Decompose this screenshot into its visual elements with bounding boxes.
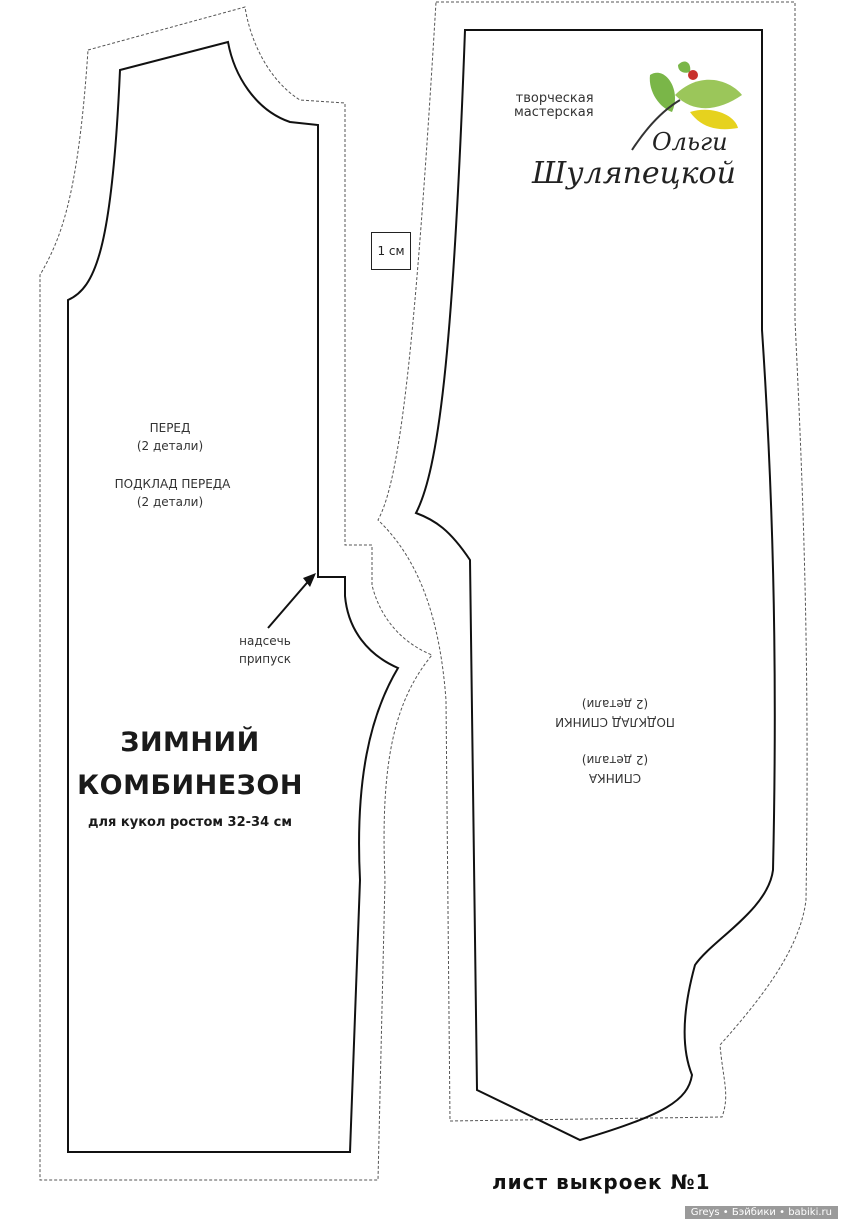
back-cut-line [414, 29, 776, 1142]
front-lining-label: ПОДКЛАД ПЕРЕДА [114, 477, 231, 491]
logo-script-line1: Ольги [652, 128, 728, 156]
back-lining-count: (2 детали) [581, 697, 649, 711]
front-cut-line [67, 40, 400, 1153]
title-line1: ЗИМНИЙ [120, 727, 260, 758]
logo-leaves-icon [631, 61, 742, 151]
front-count-label: (2 детали) [136, 439, 204, 453]
back-lining-label: ПОДКЛАД СПИНКИ [555, 715, 675, 729]
notch-arrow-head [303, 573, 316, 587]
watermark: Greys • Бэйбики • babiki.ru [684, 1206, 838, 1219]
logo-script-line2: Шуляпецкой [532, 156, 736, 191]
back-name-label: СПИНКА [588, 771, 642, 785]
logo-text: творческая мастерская [514, 92, 594, 120]
logo-line2: мастерская [514, 105, 594, 120]
front-name-label: ПЕРЕД [149, 421, 191, 435]
front-lining-count: (2 детали) [136, 495, 204, 509]
notch-label-line2: припуск [238, 652, 292, 666]
scale-box: 1 см [371, 232, 411, 270]
back-count-label: (2 детали) [581, 753, 649, 767]
logo-line1: творческая [515, 91, 594, 106]
scale-label: 1 см [377, 244, 405, 258]
front-seam-allowance [39, 6, 433, 1181]
title-line2: КОМБИНЕЗОН [77, 770, 303, 801]
notch-arrow-line [267, 576, 313, 629]
back-seam-allowance [377, 1, 808, 1122]
notch-label-line1: надсечь [239, 634, 291, 648]
sheet-title: лист выкроек №1 [492, 1170, 711, 1194]
title-subtitle: для кукол ростом 32-34 см [88, 815, 292, 830]
